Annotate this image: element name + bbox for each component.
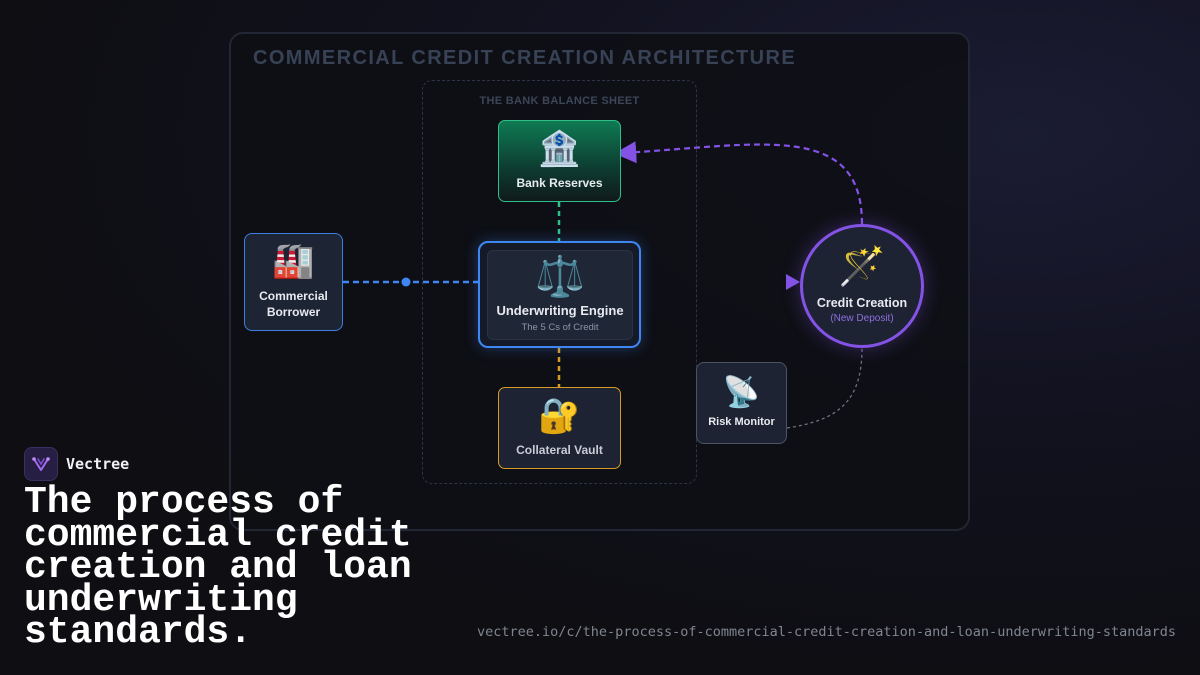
commercial-borrower-label: Commercial Borrower [259, 288, 328, 320]
satellite-dish-icon: 📡 [722, 376, 761, 409]
diagram-title: COMMERCIAL CREDIT CREATION ARCHITECTURE [253, 47, 797, 69]
underwriting-engine-label: Underwriting Engine [496, 303, 624, 318]
borrower-engine-junction [401, 277, 411, 287]
magic-wand-icon: 🪄 [838, 246, 886, 288]
brand[interactable]: Vectree [24, 447, 129, 481]
commercial-borrower-node[interactable]: 🏭 Commercial Borrower [244, 233, 343, 331]
credit-input-arrow [786, 274, 800, 290]
collateral-vault-label: Collateral Vault [516, 443, 603, 457]
scales-icon: ⚖️ [535, 255, 585, 299]
borrower-label-line2: Borrower [266, 305, 321, 319]
credit-creation-node[interactable]: 🪄 Credit Creation (New Deposit) [800, 224, 924, 348]
balance-sheet-boundary [422, 80, 697, 484]
factory-icon: 🏭 [272, 242, 315, 280]
risk-monitor-label: Risk Monitor [708, 416, 775, 428]
brand-name: Vectree [66, 455, 130, 473]
page-url[interactable]: vectree.io/c/the-process-of-commercial-c… [477, 624, 1176, 640]
underwriting-engine-sublabel: The 5 Cs of Credit [521, 322, 599, 333]
credit-reserves-link [614, 141, 864, 225]
collateral-vault-node[interactable]: 🔐 Collateral Vault [498, 387, 621, 469]
locked-key-icon: 🔐 [538, 397, 581, 435]
bank-reserves-label: Bank Reserves [516, 176, 603, 190]
bank-reserves-node[interactable]: 🏦 Bank Reserves [498, 120, 621, 202]
vectree-logo-icon [24, 447, 58, 481]
risk-monitor-node[interactable]: 📡 Risk Monitor [696, 362, 787, 444]
risk-credit-link [786, 347, 863, 429]
page-headline: The process of commercial credit creatio… [24, 481, 412, 654]
balance-sheet-label: THE BANK BALANCE SHEET [479, 95, 640, 107]
bank-icon: 🏦 [538, 130, 581, 168]
underwriting-engine-node[interactable]: ⚖️ Underwriting Engine The 5 Cs of Credi… [487, 250, 633, 340]
borrower-label-line1: Commercial [259, 289, 328, 303]
credit-creation-sublabel: (New Deposit) [830, 313, 894, 324]
credit-creation-label: Credit Creation [816, 296, 908, 310]
